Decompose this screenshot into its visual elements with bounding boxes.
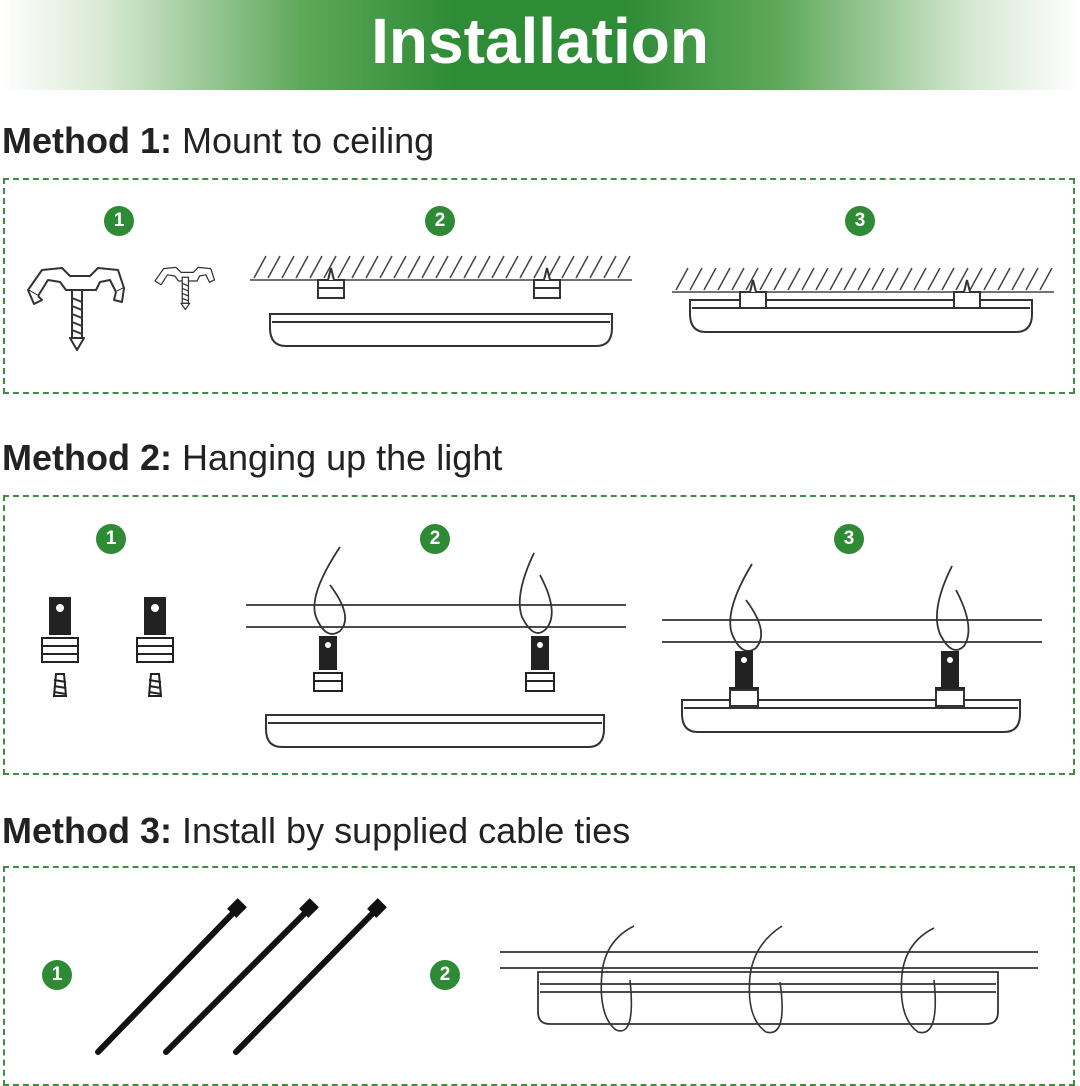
method-1-step-2-badge: 2 — [425, 206, 455, 236]
fixture-mounted-on-ceiling-illustration — [672, 267, 1054, 333]
method-2-panel — [3, 495, 1075, 775]
method-2-step-1-badge: 1 — [96, 524, 126, 554]
method-3-heading: Method 3: Install by supplied cable ties — [2, 810, 630, 852]
method-3-step-1-badge: 1 — [42, 960, 72, 990]
method-1-heading: Method 1: Mount to ceiling — [2, 120, 434, 162]
ceiling-clips-fixture-below-illustration — [250, 255, 632, 347]
method-1-panel — [3, 178, 1075, 394]
method-1-title: Mount to ceiling — [182, 120, 435, 161]
hanging-wires-fixture-below-illustration — [246, 546, 626, 748]
method-2-title: Hanging up the light — [182, 437, 503, 478]
cable-tie-icon — [95, 898, 387, 1055]
method-2-heading: Method 2: Hanging up the light — [2, 437, 502, 479]
method-1-step-1-badge: 1 — [104, 206, 134, 236]
method-3-title: Install by supplied cable ties — [182, 810, 631, 851]
method-2-step-3-badge: 3 — [834, 524, 864, 554]
page-title: Installation — [371, 5, 709, 77]
hanging-fixture-attached-illustration — [662, 563, 1042, 733]
title-banner: Installation — [0, 0, 1080, 90]
method-3-label: Method 3: — [2, 810, 172, 851]
mounting-clip-with-screw-icon — [27, 266, 216, 351]
method-1-step-3-badge: 3 — [845, 206, 875, 236]
hanging-clip-with-screw-icon — [41, 597, 174, 697]
method-2-step-2-badge: 2 — [420, 524, 450, 554]
method-2-label: Method 2: — [2, 437, 172, 478]
fixture-tied-with-cable-ties-illustration — [500, 925, 1038, 1034]
method-3-step-2-badge: 2 — [430, 960, 460, 990]
method-1-label: Method 1: — [2, 120, 172, 161]
